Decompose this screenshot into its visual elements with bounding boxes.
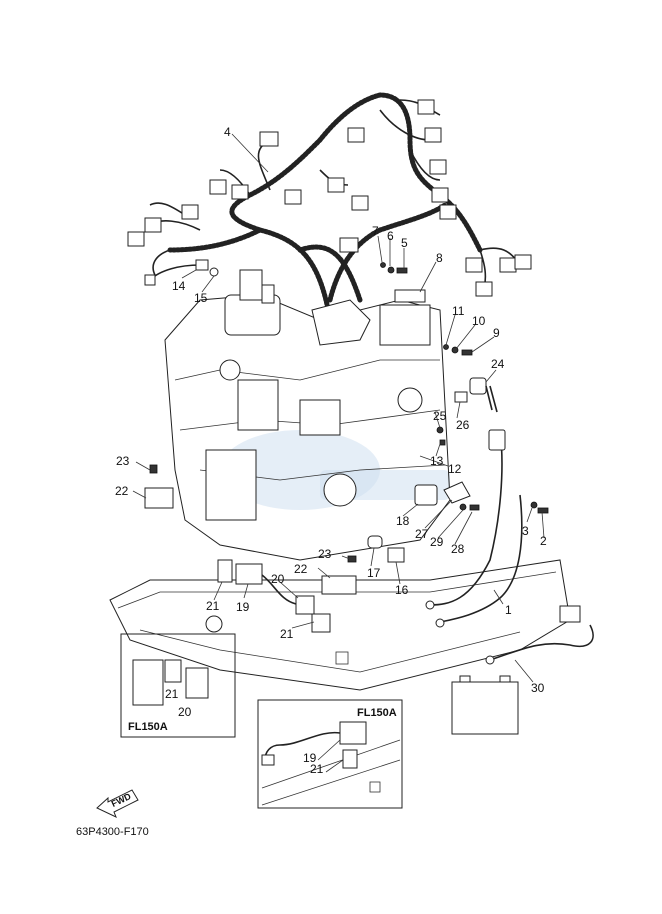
callout-17: 17 bbox=[367, 566, 381, 580]
callout-10: 10 bbox=[472, 314, 486, 328]
sensor-24 bbox=[469, 377, 498, 413]
rectifier-18 bbox=[414, 481, 480, 511]
callout-24: 24 bbox=[491, 357, 505, 371]
callout-22: 22 bbox=[294, 562, 308, 576]
callout-6: 6 bbox=[387, 229, 394, 243]
callout-13: 13 bbox=[430, 454, 444, 468]
inset-fl150a-left: 21 20 FL150A bbox=[120, 633, 236, 738]
callout-28: 28 bbox=[451, 542, 465, 556]
bolt-group-5-6-7 bbox=[380, 262, 408, 274]
battery-cables bbox=[425, 429, 549, 628]
callout-5: 5 bbox=[401, 236, 408, 250]
callout-18: 18 bbox=[396, 514, 410, 528]
callout-1: 1 bbox=[505, 603, 512, 617]
callout-23: 23 bbox=[318, 547, 332, 561]
bolt-group-9-10-11 bbox=[443, 344, 473, 356]
callout-19: 19 bbox=[303, 751, 317, 765]
callout-16: 16 bbox=[395, 583, 409, 597]
callout-12: 12 bbox=[448, 462, 462, 476]
inset-title: FL150A bbox=[128, 721, 168, 733]
bottom-cowling bbox=[109, 559, 571, 691]
callout-11: 11 bbox=[452, 304, 465, 318]
callout-21: 21 bbox=[165, 687, 179, 701]
callout-23: 23 bbox=[116, 454, 130, 468]
engine-block bbox=[164, 294, 451, 561]
callout-4: 4 bbox=[224, 125, 231, 139]
leader-lines bbox=[132, 133, 545, 683]
inset-title: FL150A bbox=[357, 707, 397, 719]
battery-30 bbox=[451, 605, 594, 735]
callout-19: 19 bbox=[236, 600, 250, 614]
callouts: 1 2 3 4 5 6 7 8 9 10 11 12 13 14 15 16 1… bbox=[115, 125, 547, 695]
callout-15: 15 bbox=[194, 291, 208, 305]
callout-21: 21 bbox=[310, 762, 324, 776]
inset-fl150a-bottom: FL150A 19 21 bbox=[257, 699, 403, 809]
wiring-harness bbox=[127, 92, 532, 323]
callout-9: 9 bbox=[493, 326, 500, 340]
callout-8: 8 bbox=[436, 251, 443, 265]
callout-30: 30 bbox=[531, 681, 545, 695]
fwd-arrow: FWD bbox=[96, 789, 139, 818]
callout-14: 14 bbox=[172, 279, 186, 293]
callout-21: 21 bbox=[280, 627, 294, 641]
callout-27: 27 bbox=[415, 527, 429, 541]
temperature-sensor-lead bbox=[144, 259, 219, 286]
callout-20: 20 bbox=[271, 572, 285, 586]
callout-21: 21 bbox=[206, 599, 220, 613]
callout-3: 3 bbox=[522, 524, 529, 538]
callout-22: 22 bbox=[115, 484, 129, 498]
callout-7: 7 bbox=[372, 224, 379, 238]
lower-parts bbox=[144, 464, 405, 633]
callout-29: 29 bbox=[430, 535, 444, 549]
callout-20: 20 bbox=[178, 705, 192, 719]
callout-25: 25 bbox=[433, 409, 447, 423]
callout-26: 26 bbox=[456, 418, 470, 432]
callout-2: 2 bbox=[540, 534, 547, 548]
ignition-coil bbox=[311, 289, 426, 346]
flywheel-post bbox=[224, 269, 281, 336]
drawing-code: 63P4300-F170 bbox=[76, 826, 149, 838]
